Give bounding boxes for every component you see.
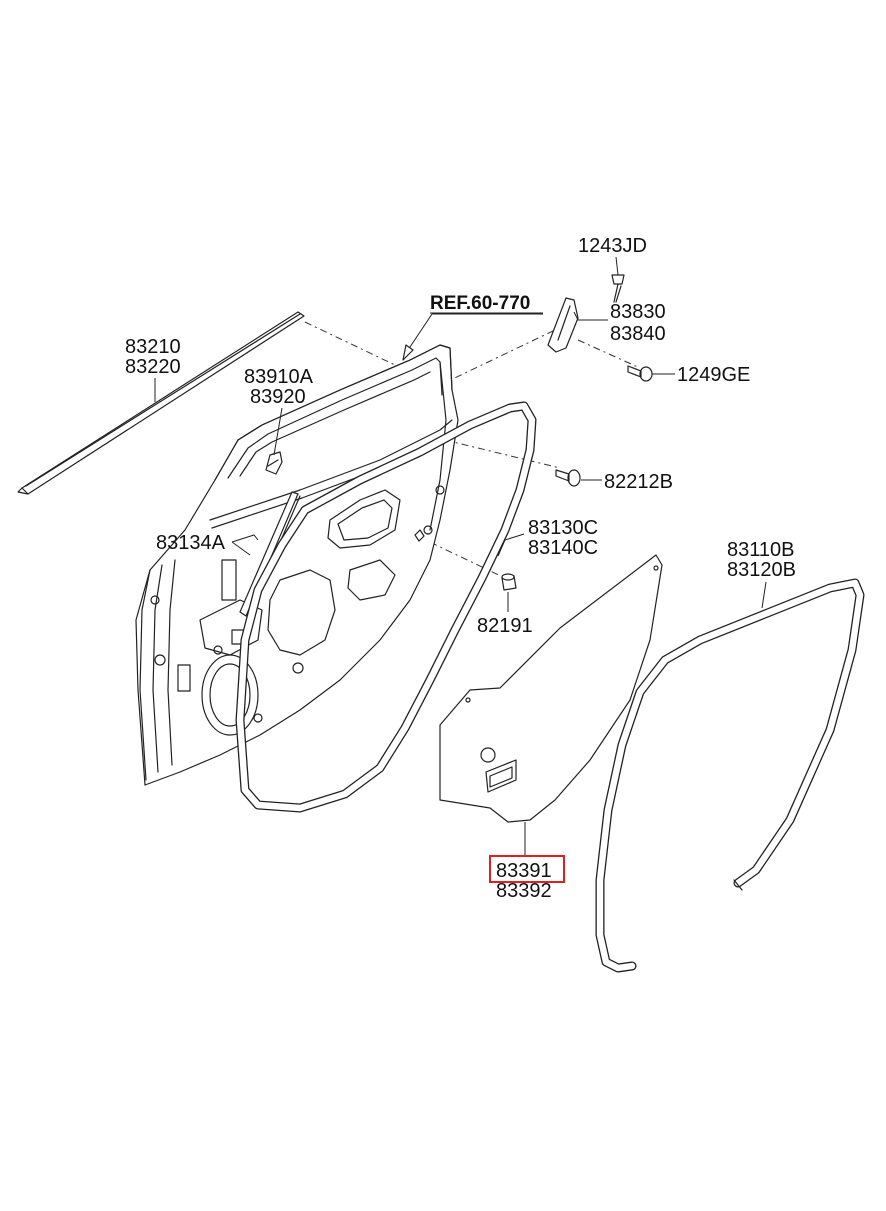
screw-1249ge — [627, 365, 653, 382]
label-83120b: 83120B — [727, 559, 796, 581]
frame-weatherstrip — [595, 578, 865, 973]
waterproof-film — [439, 554, 663, 823]
label-83110b: 83110B — [727, 539, 794, 561]
part-labels: REF.60-770 1243JD 83830 83840 1249GE 832… — [125, 235, 796, 902]
label-82212b: 82212B — [604, 471, 673, 493]
leader-lines — [154, 256, 767, 856]
clip-82191 — [501, 573, 517, 591]
label-82191: 82191 — [477, 615, 533, 637]
belt-moulding — [17, 311, 305, 495]
label-83910a: 83910A — [244, 366, 314, 388]
reference-label: REF.60-770 — [430, 293, 530, 314]
label-83210: 83210 — [125, 336, 181, 358]
label-1243jd: 1243JD — [578, 235, 647, 257]
label-83134a: 83134A — [156, 532, 226, 554]
label-83830: 83830 — [610, 301, 666, 323]
label-83130c: 83130C — [528, 517, 598, 539]
delta-garnish — [547, 297, 579, 353]
screw-82212b — [555, 469, 581, 487]
label-83920: 83920 — [250, 386, 306, 408]
highlight-box — [489, 855, 565, 883]
label-83140c: 83140C — [528, 537, 598, 559]
reference-lines — [304, 321, 641, 579]
door-weatherstrip — [235, 401, 537, 813]
door-inner-panel — [135, 344, 459, 786]
label-83220: 83220 — [125, 356, 181, 378]
screw-1243jd — [611, 274, 625, 303]
label-83392: 83392 — [496, 880, 552, 902]
corner-bracket — [265, 451, 283, 475]
label-83391: 83391 — [496, 860, 552, 882]
label-1249ge: 1249GE — [677, 364, 750, 386]
label-83840: 83840 — [610, 323, 666, 345]
